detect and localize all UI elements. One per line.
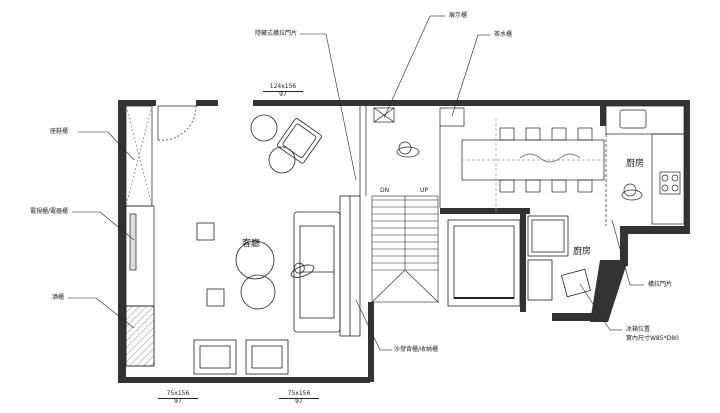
dining-kitchen <box>359 105 685 226</box>
dimension-bottom-left-height: 97 <box>174 397 182 405</box>
label-fridge-position: 冰箱位置 <box>626 326 651 333</box>
label-tea-cabinet: 茶水櫃 <box>494 31 513 38</box>
room-kitchen-upper: 廚房 <box>626 159 645 169</box>
dimension-top: 124x156 97 <box>263 83 303 99</box>
label-seat-shoe-cabinet: 座鞋櫃 <box>50 128 69 135</box>
label-wine-cabinet: 酒櫃 <box>52 294 65 301</box>
stair-down-label: DN <box>380 187 390 194</box>
stair-up-label: UP <box>420 187 429 194</box>
room-living: 客廳 <box>242 239 261 249</box>
room-kitchen-lower: 廚房 <box>573 247 592 257</box>
living-furniture <box>193 114 361 375</box>
leader-lines <box>68 15 644 351</box>
dimension-top-height: 97 <box>279 90 287 98</box>
label-hidden-sliding-door: 隱藏式橫拉門片 <box>255 30 298 37</box>
dimension-bottom-right-size: 75x156 <box>279 390 319 399</box>
staircase <box>371 195 439 303</box>
label-tv-cabinet: 電視櫃/電器櫃 <box>30 208 69 215</box>
dimension-bottom-left: 75x156 97 <box>158 390 198 406</box>
appliance-boxes <box>447 215 591 307</box>
label-sliding-door: 橫拉門片 <box>648 281 673 288</box>
dimension-bottom-left-size: 75x156 <box>158 390 198 399</box>
label-display-cabinet: 展示櫃 <box>449 12 468 19</box>
dimension-top-size: 124x156 <box>263 83 303 92</box>
dimension-bottom-right-height: 97 <box>295 397 303 405</box>
label-fridge-size: 實內尺寸W85*D80 <box>626 335 679 342</box>
label-sofa-storage: 沙發背櫃/收納櫃 <box>394 346 439 353</box>
dimension-bottom-right: 75x156 97 <box>279 390 319 406</box>
walls <box>118 100 690 383</box>
left-cabinets <box>125 105 197 367</box>
